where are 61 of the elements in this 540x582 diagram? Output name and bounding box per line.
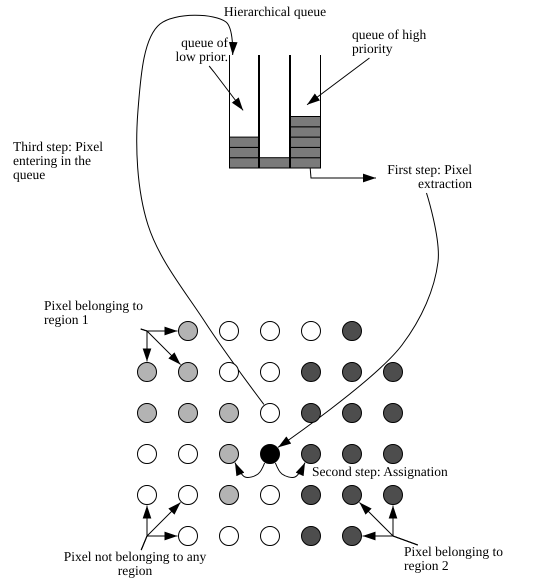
step-label: Third step: Pixel entering in the queue <box>13 140 104 183</box>
arrow <box>234 462 266 478</box>
pixel-circle <box>342 321 362 341</box>
pixel-circle <box>260 526 280 546</box>
pixel-circle <box>260 444 280 464</box>
pixel-circle <box>301 362 321 382</box>
pixel-circle <box>178 403 198 423</box>
pixel-circle <box>178 362 198 382</box>
pixel-circle <box>260 485 280 505</box>
pixel-circle <box>219 526 239 546</box>
pixel-circle <box>383 403 403 423</box>
leader-arrow <box>306 58 370 106</box>
pixel-circle <box>219 485 239 505</box>
leader-arrow <box>140 328 152 362</box>
pixel-circle <box>219 444 239 464</box>
pixel-circle <box>219 321 239 341</box>
pixel-circle <box>301 444 321 464</box>
arrow <box>278 192 439 448</box>
pixel-circle <box>137 403 157 423</box>
leader-arrow <box>140 532 178 550</box>
queue-label: queue of high priority <box>352 28 427 56</box>
arrow <box>274 462 306 478</box>
step-label: First step: Pixel extraction <box>386 163 472 192</box>
pixel-circle <box>260 362 280 382</box>
pixel-circle <box>137 485 157 505</box>
pixel-circle <box>342 444 362 464</box>
leader-arrow <box>208 66 244 111</box>
leader-arrow <box>140 328 182 366</box>
pixel-circle <box>137 444 157 464</box>
pixel-circle <box>260 321 280 341</box>
pixel-circle <box>178 444 198 464</box>
queue-title: Hierarchical queue <box>222 5 328 20</box>
queue-column <box>259 55 290 168</box>
pixel-circle <box>301 485 321 505</box>
legend-note: Pixel not belonging to any region <box>62 550 208 578</box>
pixel-circle <box>301 526 321 546</box>
leader-arrow <box>362 532 418 546</box>
pixel-circle <box>342 403 362 423</box>
pixel-circle <box>383 444 403 464</box>
pixel-circle <box>342 526 362 546</box>
pixel-circle <box>260 403 280 423</box>
pixel-circle <box>178 526 198 546</box>
arrow <box>310 168 376 182</box>
pixel-circle <box>178 485 198 505</box>
pixel-circle <box>301 403 321 423</box>
pixel-circle <box>383 485 403 505</box>
pixel-circle <box>383 362 403 382</box>
queue-label: queue of low prior. <box>174 36 228 64</box>
pixel-circle <box>219 403 239 423</box>
pixel-circle <box>342 362 362 382</box>
pixel-circle <box>219 362 239 382</box>
arrow <box>136 14 264 405</box>
pixel-circle <box>342 485 362 505</box>
pixel-circle <box>301 321 321 341</box>
legend-note: Pixel belonging to region 2 <box>404 545 504 574</box>
queue-column <box>290 55 321 168</box>
pixel-circle <box>137 362 157 382</box>
pixel-circle <box>178 321 198 341</box>
step-label: Second step: Assignation <box>312 465 449 480</box>
legend-note: Pixel belonging to region 1 <box>44 299 144 328</box>
queue-column <box>229 55 259 168</box>
